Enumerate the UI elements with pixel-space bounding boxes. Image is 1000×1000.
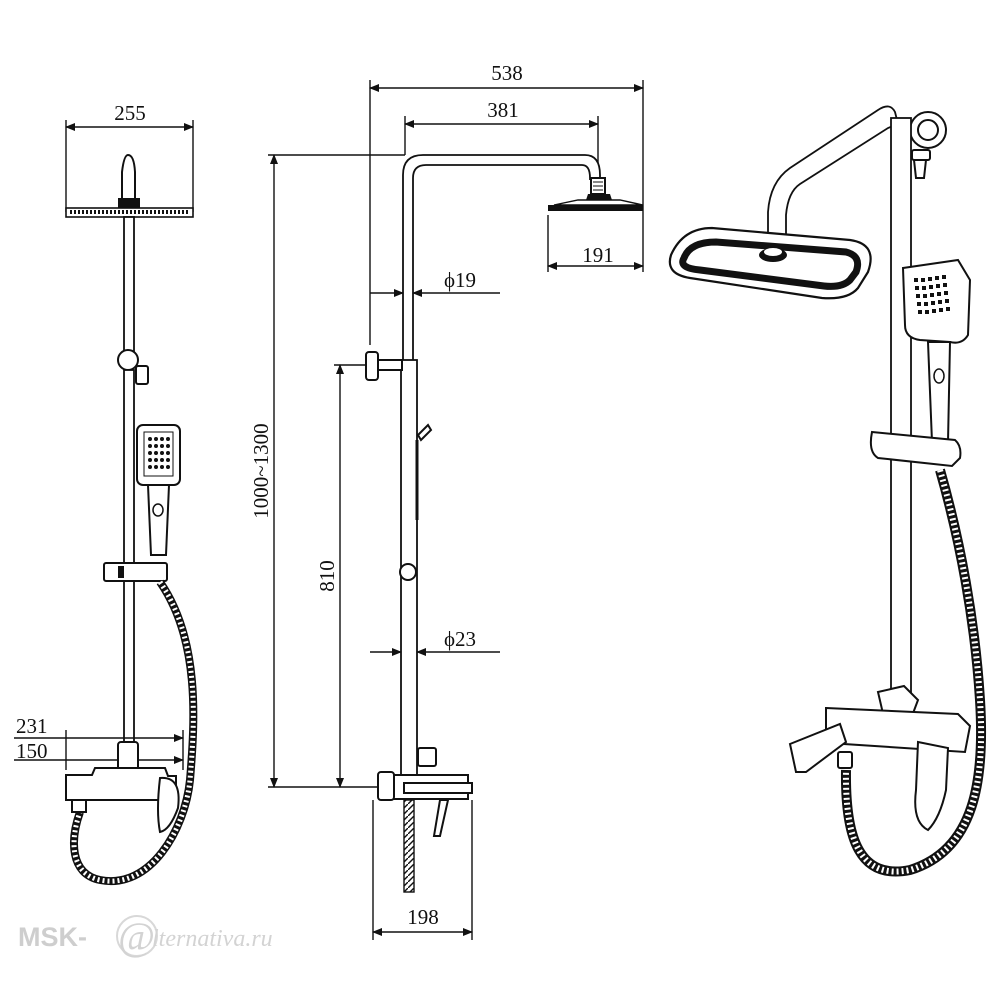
diverter-front bbox=[117, 349, 139, 371]
dim-total-depth: 538 bbox=[491, 61, 523, 85]
dim-outlet-height: 810 bbox=[315, 560, 339, 592]
mixer-body-front bbox=[65, 767, 177, 801]
dim-outlet-150: 150 bbox=[16, 739, 48, 763]
watermark-text-right: lternativa.ru bbox=[152, 926, 273, 952]
dim-head-depth: 191 bbox=[582, 243, 614, 267]
hose-side bbox=[403, 799, 415, 893]
dim-outlet-231: 231 bbox=[16, 714, 48, 738]
side-view: 538 381 1000~1300 810 191 ϕ19 bbox=[249, 61, 644, 940]
head-nut bbox=[118, 198, 140, 208]
head-plate-front bbox=[65, 207, 194, 218]
hand-shower-nozzles-perspective bbox=[914, 275, 950, 314]
svg-text:@: @ bbox=[118, 914, 155, 959]
hand-shower-handle-perspective bbox=[926, 341, 952, 443]
hand-shower-side bbox=[416, 423, 433, 442]
shower-arm-perspective bbox=[767, 105, 900, 239]
dim-arm-length: 381 bbox=[487, 98, 519, 122]
head-connector bbox=[121, 153, 136, 201]
hand-shower-nozzles-front bbox=[148, 437, 170, 469]
hose-perspective bbox=[840, 468, 987, 877]
mixer-lever-perspective bbox=[914, 740, 950, 832]
hand-shower-head-perspective bbox=[901, 258, 972, 344]
spout-perspective bbox=[788, 722, 848, 773]
hand-shower-handle-front bbox=[146, 484, 171, 556]
shower-head-side bbox=[548, 205, 643, 211]
slide-bracket-perspective bbox=[869, 430, 962, 468]
mixer-lever-front bbox=[157, 776, 180, 834]
dim-total-height: 1000~1300 bbox=[249, 423, 273, 518]
riser-upper-front bbox=[123, 216, 135, 368]
dim-upper-pipe: ϕ19 bbox=[444, 268, 476, 292]
dim-head-width: 255 bbox=[114, 101, 146, 125]
watermark-text-left: MSK- bbox=[18, 922, 87, 952]
riser-perspective bbox=[890, 117, 912, 699]
dim-lower-pipe: ϕ23 bbox=[444, 627, 476, 651]
slide-bracket-front bbox=[103, 562, 168, 582]
dim-mixer-depth: 198 bbox=[407, 905, 439, 929]
mixer-lever-side bbox=[432, 799, 450, 837]
perspective-view bbox=[668, 105, 987, 877]
front-view: 255 bbox=[14, 101, 198, 886]
mixer-body-perspective bbox=[825, 706, 972, 754]
slide-knob-side bbox=[399, 563, 417, 581]
watermark-logo: MSK- @ lternativa.ru bbox=[18, 914, 273, 959]
wall-bracket-side bbox=[365, 351, 379, 381]
